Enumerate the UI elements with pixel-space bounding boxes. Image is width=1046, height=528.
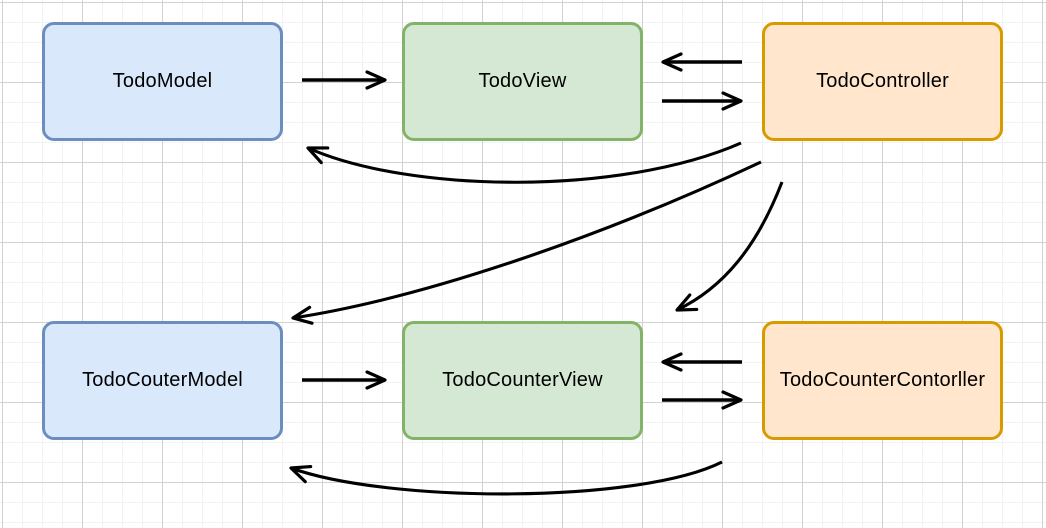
edge-group xyxy=(289,52,784,496)
edge-todocountercontorller-to-todocoutermodel[interactable] xyxy=(289,460,723,496)
node-label-todo-counter-contorller: TodoCounterContorller xyxy=(779,369,986,391)
node-todo-controller[interactable]: TodoController xyxy=(762,22,1003,141)
node-label-todo-counter-view: TodoCounterView xyxy=(442,369,603,391)
node-todo-model[interactable]: TodoModel xyxy=(42,22,283,141)
node-todo-view[interactable]: TodoView xyxy=(402,22,643,141)
edge-todocontroller-to-todomodel[interactable] xyxy=(306,141,742,184)
node-label-todo-model: TodoModel xyxy=(112,70,213,92)
edge-todocontroller-to-todocounterview[interactable] xyxy=(675,181,784,312)
node-todo-counter-contorller[interactable]: TodoCounterContorller xyxy=(762,321,1003,440)
node-todo-couter-model[interactable]: TodoCouterModel xyxy=(42,321,283,440)
node-todo-counter-view[interactable]: TodoCounterView xyxy=(402,321,643,440)
node-label-todo-couter-model: TodoCouterModel xyxy=(82,369,243,391)
node-label-todo-controller: TodoController xyxy=(816,70,949,92)
node-label-todo-view: TodoView xyxy=(478,70,567,92)
edge-todocontroller-to-todocoutermodel[interactable] xyxy=(291,160,762,325)
